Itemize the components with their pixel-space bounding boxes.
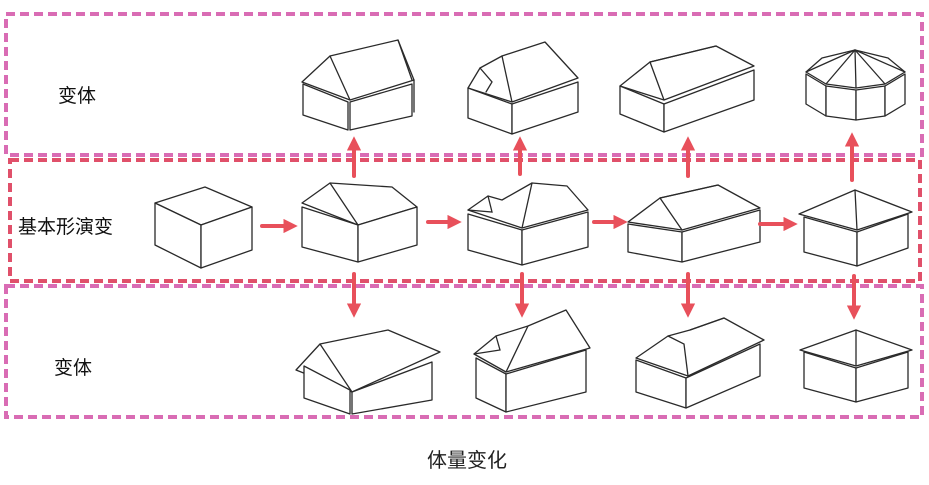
figure-caption: 体量变化 [427, 448, 507, 472]
top-row-label: 变体 [58, 85, 96, 107]
hip-roof-house-sketch [627, 184, 761, 263]
bottom-variant-hip-gable-sketch [473, 309, 591, 413]
top-variant-jerkinhead-sketch [467, 41, 579, 135]
bottom-variant-pyramid-sketch [799, 329, 913, 403]
pyramid-roof-house-sketch [798, 189, 913, 267]
basic-form-frame [8, 158, 922, 283]
gable-roof-house-sketch [301, 182, 418, 263]
half-hip-roof-house-sketch [467, 182, 589, 266]
top-variant-gable-sketch [301, 39, 415, 131]
top-variant-frame [4, 12, 924, 157]
top-variant-octagonal-roof-sketch [805, 49, 906, 121]
bottom-variant-dutch-gable-sketch [635, 317, 765, 409]
bottom-variant-frame [4, 284, 924, 419]
top-variant-hip-sketch [619, 45, 755, 133]
middle-row-label: 基本形演变 [18, 216, 113, 238]
bottom-variant-gable-sketch [295, 329, 441, 415]
bottom-row-label: 变体 [54, 357, 92, 379]
basic-box-sketch [154, 186, 253, 269]
